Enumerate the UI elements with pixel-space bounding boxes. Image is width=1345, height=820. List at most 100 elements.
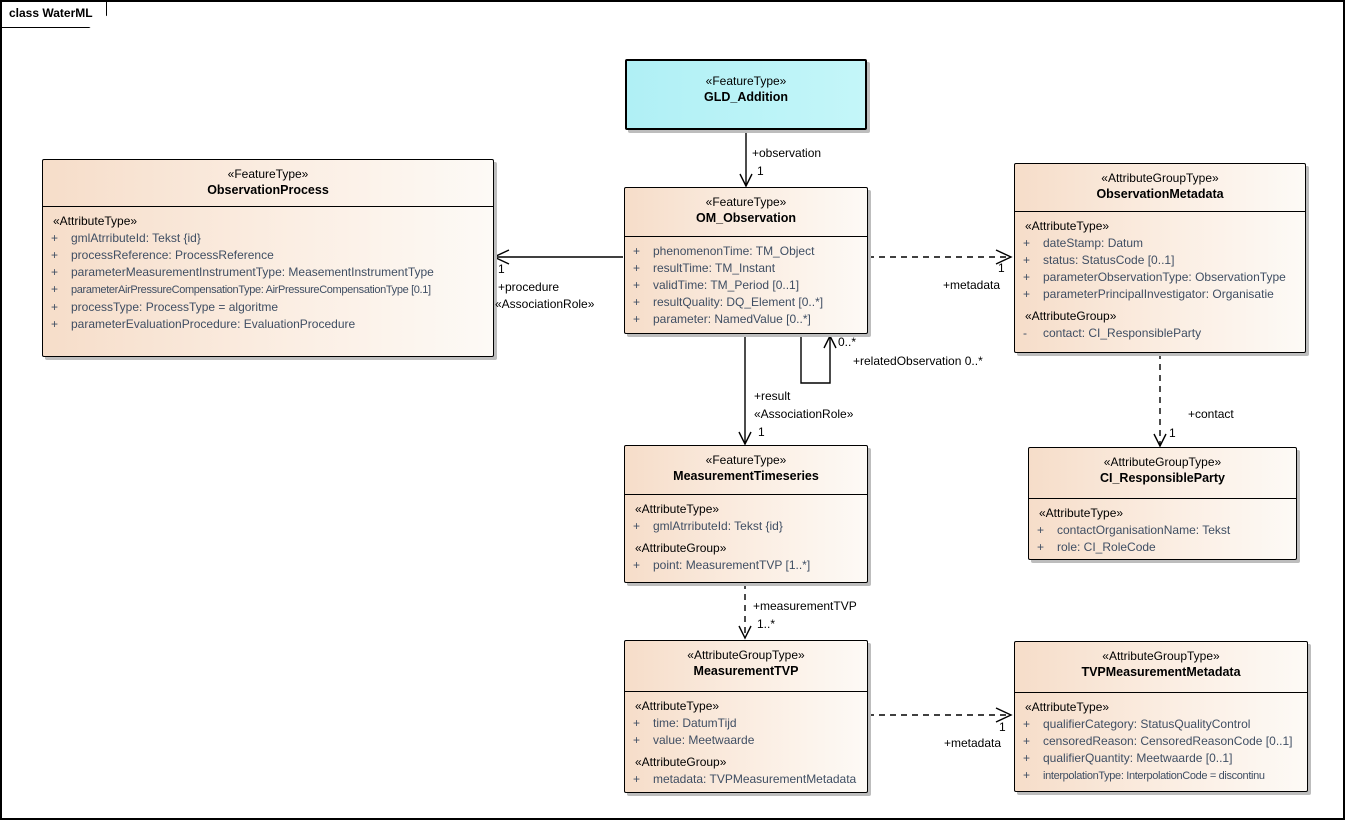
class-measurement-tvp[interactable]: «AttributeGroupType» MeasurementTVP «Att… xyxy=(624,640,868,793)
class-observation-metadata[interactable]: «AttributeGroupType» ObservationMetadata… xyxy=(1014,163,1306,353)
class-stereotype: «AttributeGroupType» xyxy=(1101,171,1219,185)
connector-observation[interactable] xyxy=(739,130,753,188)
visibility: + xyxy=(51,317,59,331)
section-label: «AttributeGroup» xyxy=(635,541,727,555)
section-label: «AttributeType» xyxy=(1025,700,1110,714)
class-header: «AttributeGroupType» TVPMeasurementMetad… xyxy=(1015,642,1307,692)
class-header: «FeatureType» MeasurementTimeseries xyxy=(625,446,867,494)
attribute-row: +validTime: TM_Period [0..1] xyxy=(625,277,867,294)
class-ci-responsible-party[interactable]: «AttributeGroupType» CI_ResponsibleParty… xyxy=(1028,447,1297,560)
attribute-text: resultQuality: DQ_Element [0..*] xyxy=(653,295,824,309)
attribute-text: dateStamp: Datum xyxy=(1043,236,1144,250)
visibility: + xyxy=(633,733,641,747)
attribute-text: metadata: TVPMeasurementMetadata xyxy=(653,772,857,786)
class-measurement-timeseries[interactable]: «FeatureType» MeasurementTimeseries «Att… xyxy=(624,445,868,583)
attribute-row: + parameterObservationType: ObservationTy… xyxy=(1015,269,1305,286)
attribute-row: +gmlAtrributeId: Tekst {id} xyxy=(625,518,867,535)
visibility: + xyxy=(51,231,59,245)
visibility: + xyxy=(1023,270,1031,284)
visibility: + xyxy=(1023,768,1031,782)
visibility: + xyxy=(633,716,641,730)
connector-contact[interactable] xyxy=(1153,353,1167,448)
attribute-row: + parameter: NamedValue [0..*] xyxy=(625,311,867,328)
class-header: «FeatureType» ObservationProcess xyxy=(43,160,493,206)
attribute-row: +resultQuality: DQ_Element [0..*] xyxy=(625,294,867,311)
visibility: + xyxy=(633,772,641,786)
section-label: «AttributeGroup» xyxy=(1025,309,1117,323)
class-header: «FeatureType» OM_Observation xyxy=(625,188,867,236)
attribute-compartment: «AttributeType» +time: DatumTijd +value:… xyxy=(625,691,867,788)
attribute-text: interpolationType: InterpolationCode = d… xyxy=(1043,770,1265,782)
attribute-row: + point: MeasurementTVP [1..*] xyxy=(625,557,867,574)
visibility: + xyxy=(51,248,59,262)
attribute-compartment: «AttributeType» +gmlAtrributeId: Tekst {… xyxy=(625,494,867,574)
attribute-text: parameterObservationType: ObservationTyp… xyxy=(1043,270,1286,284)
attribute-row: + interpolationType: InterpolationCode = … xyxy=(1015,767,1307,785)
label-contact-mult: 1 xyxy=(1169,426,1176,440)
attribute-text: phenomenonTime: TM_Object xyxy=(653,244,815,258)
attribute-compartment: «AttributeType» +contactOrganisationName… xyxy=(1029,498,1296,556)
attribute-text: point: MeasurementTVP [1..*] xyxy=(653,558,811,572)
attribute-text: censoredReason: CensoredReasonCode [0..1… xyxy=(1043,734,1293,748)
class-name: OM_Observation xyxy=(695,211,797,225)
connector-measurement-tvp[interactable] xyxy=(738,583,752,640)
class-name: GLD_Addition xyxy=(703,90,788,104)
attribute-text: processType: ProcessType = algoritme xyxy=(71,300,279,314)
attribute-text: resultTime: TM_Instant xyxy=(653,261,776,275)
visibility: + xyxy=(1037,523,1045,537)
attribute-compartment: «AttributeType» + dateStamp: Datum + statu… xyxy=(1015,211,1305,342)
connector-result[interactable] xyxy=(738,334,752,446)
attribute-text: gmlAtrributeId: Tekst {id} xyxy=(71,231,201,245)
class-observation-process[interactable]: «FeatureType» ObservationProcess «Attrib… xyxy=(42,159,494,357)
visibility: + xyxy=(1023,287,1031,301)
attribute-row: + parameterPrincipalInvestigator: Organis… xyxy=(1015,286,1305,303)
class-stereotype: «FeatureType» xyxy=(705,195,787,209)
class-stereotype: «FeatureType» xyxy=(705,74,787,88)
connector-related-observation[interactable] xyxy=(800,334,837,384)
section-label: «AttributeType» xyxy=(1025,219,1110,233)
attribute-row: +parameterMeasurementInstrumentType: Mea… xyxy=(43,264,493,281)
attribute-row: - contact: CI_ResponsibleParty xyxy=(1015,325,1305,342)
visibility: + xyxy=(633,312,641,326)
attribute-row: + processReference: ProcessReference xyxy=(43,247,493,264)
section-label: «AttributeType» xyxy=(1039,506,1124,520)
class-header: «AttributeGroupType» MeasurementTVP xyxy=(625,641,867,691)
visibility: + xyxy=(51,300,59,314)
attribute-row: + metadata: TVPMeasurementMetadata xyxy=(625,771,867,788)
label-procedure-mult: 1 xyxy=(498,262,505,276)
attribute-text: parameterMeasurementInstrumentType: Meas… xyxy=(71,265,434,279)
label-procedure-stereotype: «AssociationRole» xyxy=(495,297,595,311)
frame-tab-label: class WaterML xyxy=(9,6,93,20)
visibility: + xyxy=(51,282,59,296)
visibility: - xyxy=(1023,326,1027,340)
label-metadata-top-mult: 1 xyxy=(998,261,1005,275)
attribute-compartment: + phenomenonTime: TM_Object + resultTime: … xyxy=(625,236,867,328)
class-name: TVPMeasurementMetadata xyxy=(1081,665,1241,679)
attribute-text: parameter: NamedValue [0..*] xyxy=(653,312,811,326)
class-header: «FeatureType» GLD_Addition xyxy=(627,61,865,106)
class-om-observation[interactable]: «FeatureType» OM_Observation + phenomenon… xyxy=(624,187,868,334)
attribute-text: status: StatusCode [0..1] xyxy=(1043,253,1175,267)
label-metadata-bottom-mult: 1 xyxy=(999,720,1006,734)
section-label: «AttributeType» xyxy=(635,699,720,713)
class-gld-addition[interactable]: «FeatureType» GLD_Addition xyxy=(625,59,867,130)
connector-metadata-top[interactable] xyxy=(868,249,1013,265)
attribute-text: qualifierCategory: StatusQualityControl xyxy=(1043,717,1251,731)
attribute-row: + parameterEvaluationProcedure: Evaluatio… xyxy=(43,316,493,333)
attribute-text: parameterEvaluationProcedure: Evaluation… xyxy=(71,317,356,331)
attribute-text: parameterPrincipalInvestigator: Organisa… xyxy=(1043,287,1274,301)
class-stereotype: «AttributeGroupType» xyxy=(1103,455,1222,469)
class-header: «AttributeGroupType» CI_ResponsibleParty xyxy=(1029,448,1296,498)
attribute-text: processReference: ProcessReference xyxy=(71,248,274,262)
attribute-text: value: Meetwaarde xyxy=(653,733,755,747)
attribute-text: contact: CI_ResponsibleParty xyxy=(1043,326,1202,340)
class-tvp-measurement-metadata[interactable]: «AttributeGroupType» TVPMeasurementMetad… xyxy=(1014,641,1308,792)
visibility: + xyxy=(633,261,641,275)
attribute-row: +contactOrganisationName: Tekst xyxy=(1029,522,1296,539)
visibility: + xyxy=(633,558,641,572)
label-result-role: +result xyxy=(754,389,791,403)
connector-metadata-bottom[interactable] xyxy=(868,707,1013,723)
visibility: + xyxy=(1023,734,1031,748)
visibility: + xyxy=(633,244,641,258)
connector-procedure[interactable] xyxy=(492,249,623,265)
